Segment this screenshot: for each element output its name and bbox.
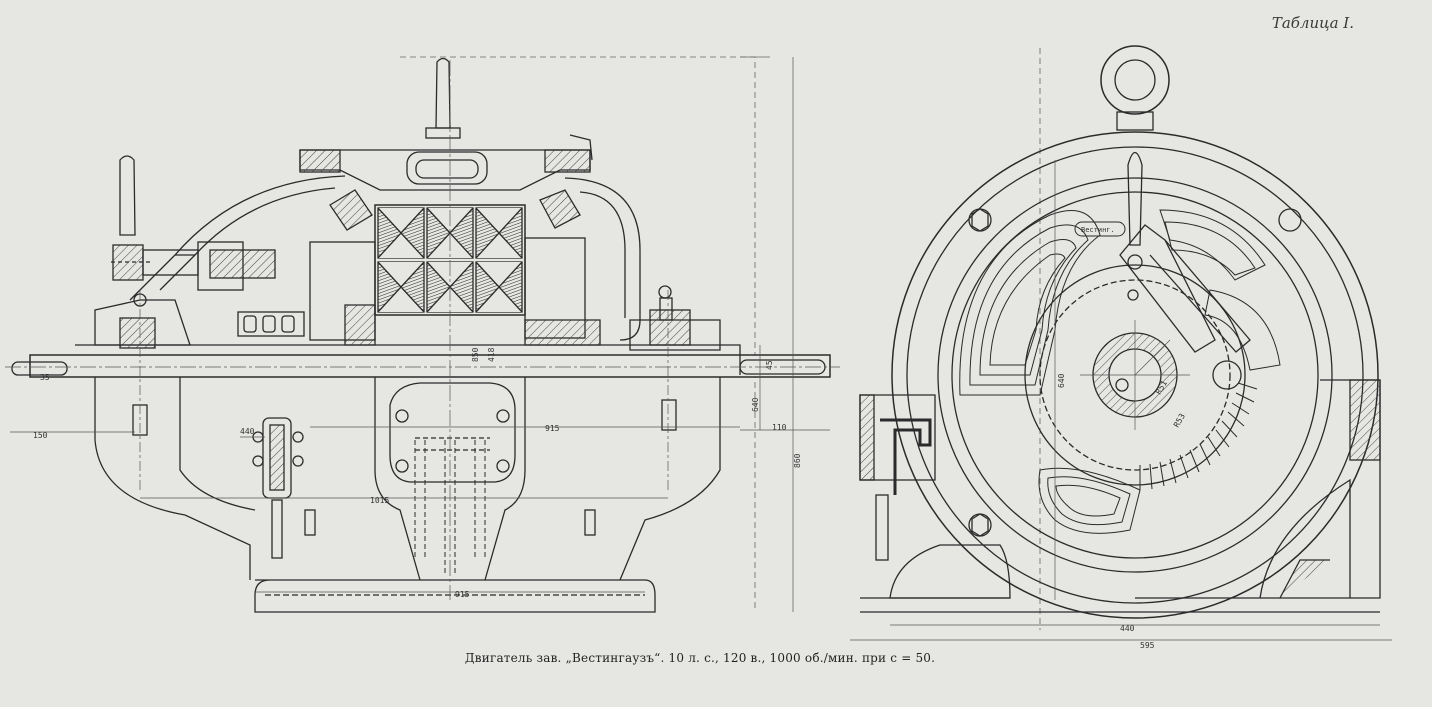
end-view xyxy=(850,45,1392,641)
frame-bolts xyxy=(968,208,1302,537)
armature-slots xyxy=(1139,382,1258,490)
dim-axis-height: 110 xyxy=(772,423,787,432)
dim-center-upper-b: 418 xyxy=(487,347,496,362)
side-view xyxy=(5,56,840,613)
dim-left-extent: 150 xyxy=(33,431,48,440)
nameplate: Вестинг. xyxy=(1074,221,1126,237)
dim-total-height: 860 xyxy=(793,453,802,468)
side-view-dimensions: 35 150 440 850 418 915 1015 915 45 640 1… xyxy=(33,347,802,599)
dim-center-upper-a: 850 xyxy=(471,347,480,362)
dim-brush-holder: 440 xyxy=(240,427,255,436)
dim-slot-radius: R53 xyxy=(1172,412,1187,429)
dim-shaft-right: 45 xyxy=(765,360,774,370)
dim-inner-width: 440 xyxy=(1120,624,1135,633)
drawing-caption: Двигатель зав. „Вестингаузъ“. 10 л. с., … xyxy=(464,651,936,665)
dim-overall-width: 595 xyxy=(1140,641,1155,650)
dim-overall-length: 1015 xyxy=(370,496,389,505)
nameplate-text: Вестинг. xyxy=(1081,226,1115,234)
plate-label: Таблица I. xyxy=(1271,14,1354,32)
dim-height-right: 640 xyxy=(751,397,760,412)
dim-rotor-height: 640 xyxy=(1057,373,1066,388)
dim-shaft-left: 35 xyxy=(40,373,50,382)
dim-base-length: 915 xyxy=(455,590,470,599)
dim-center-mid: 915 xyxy=(545,424,560,433)
